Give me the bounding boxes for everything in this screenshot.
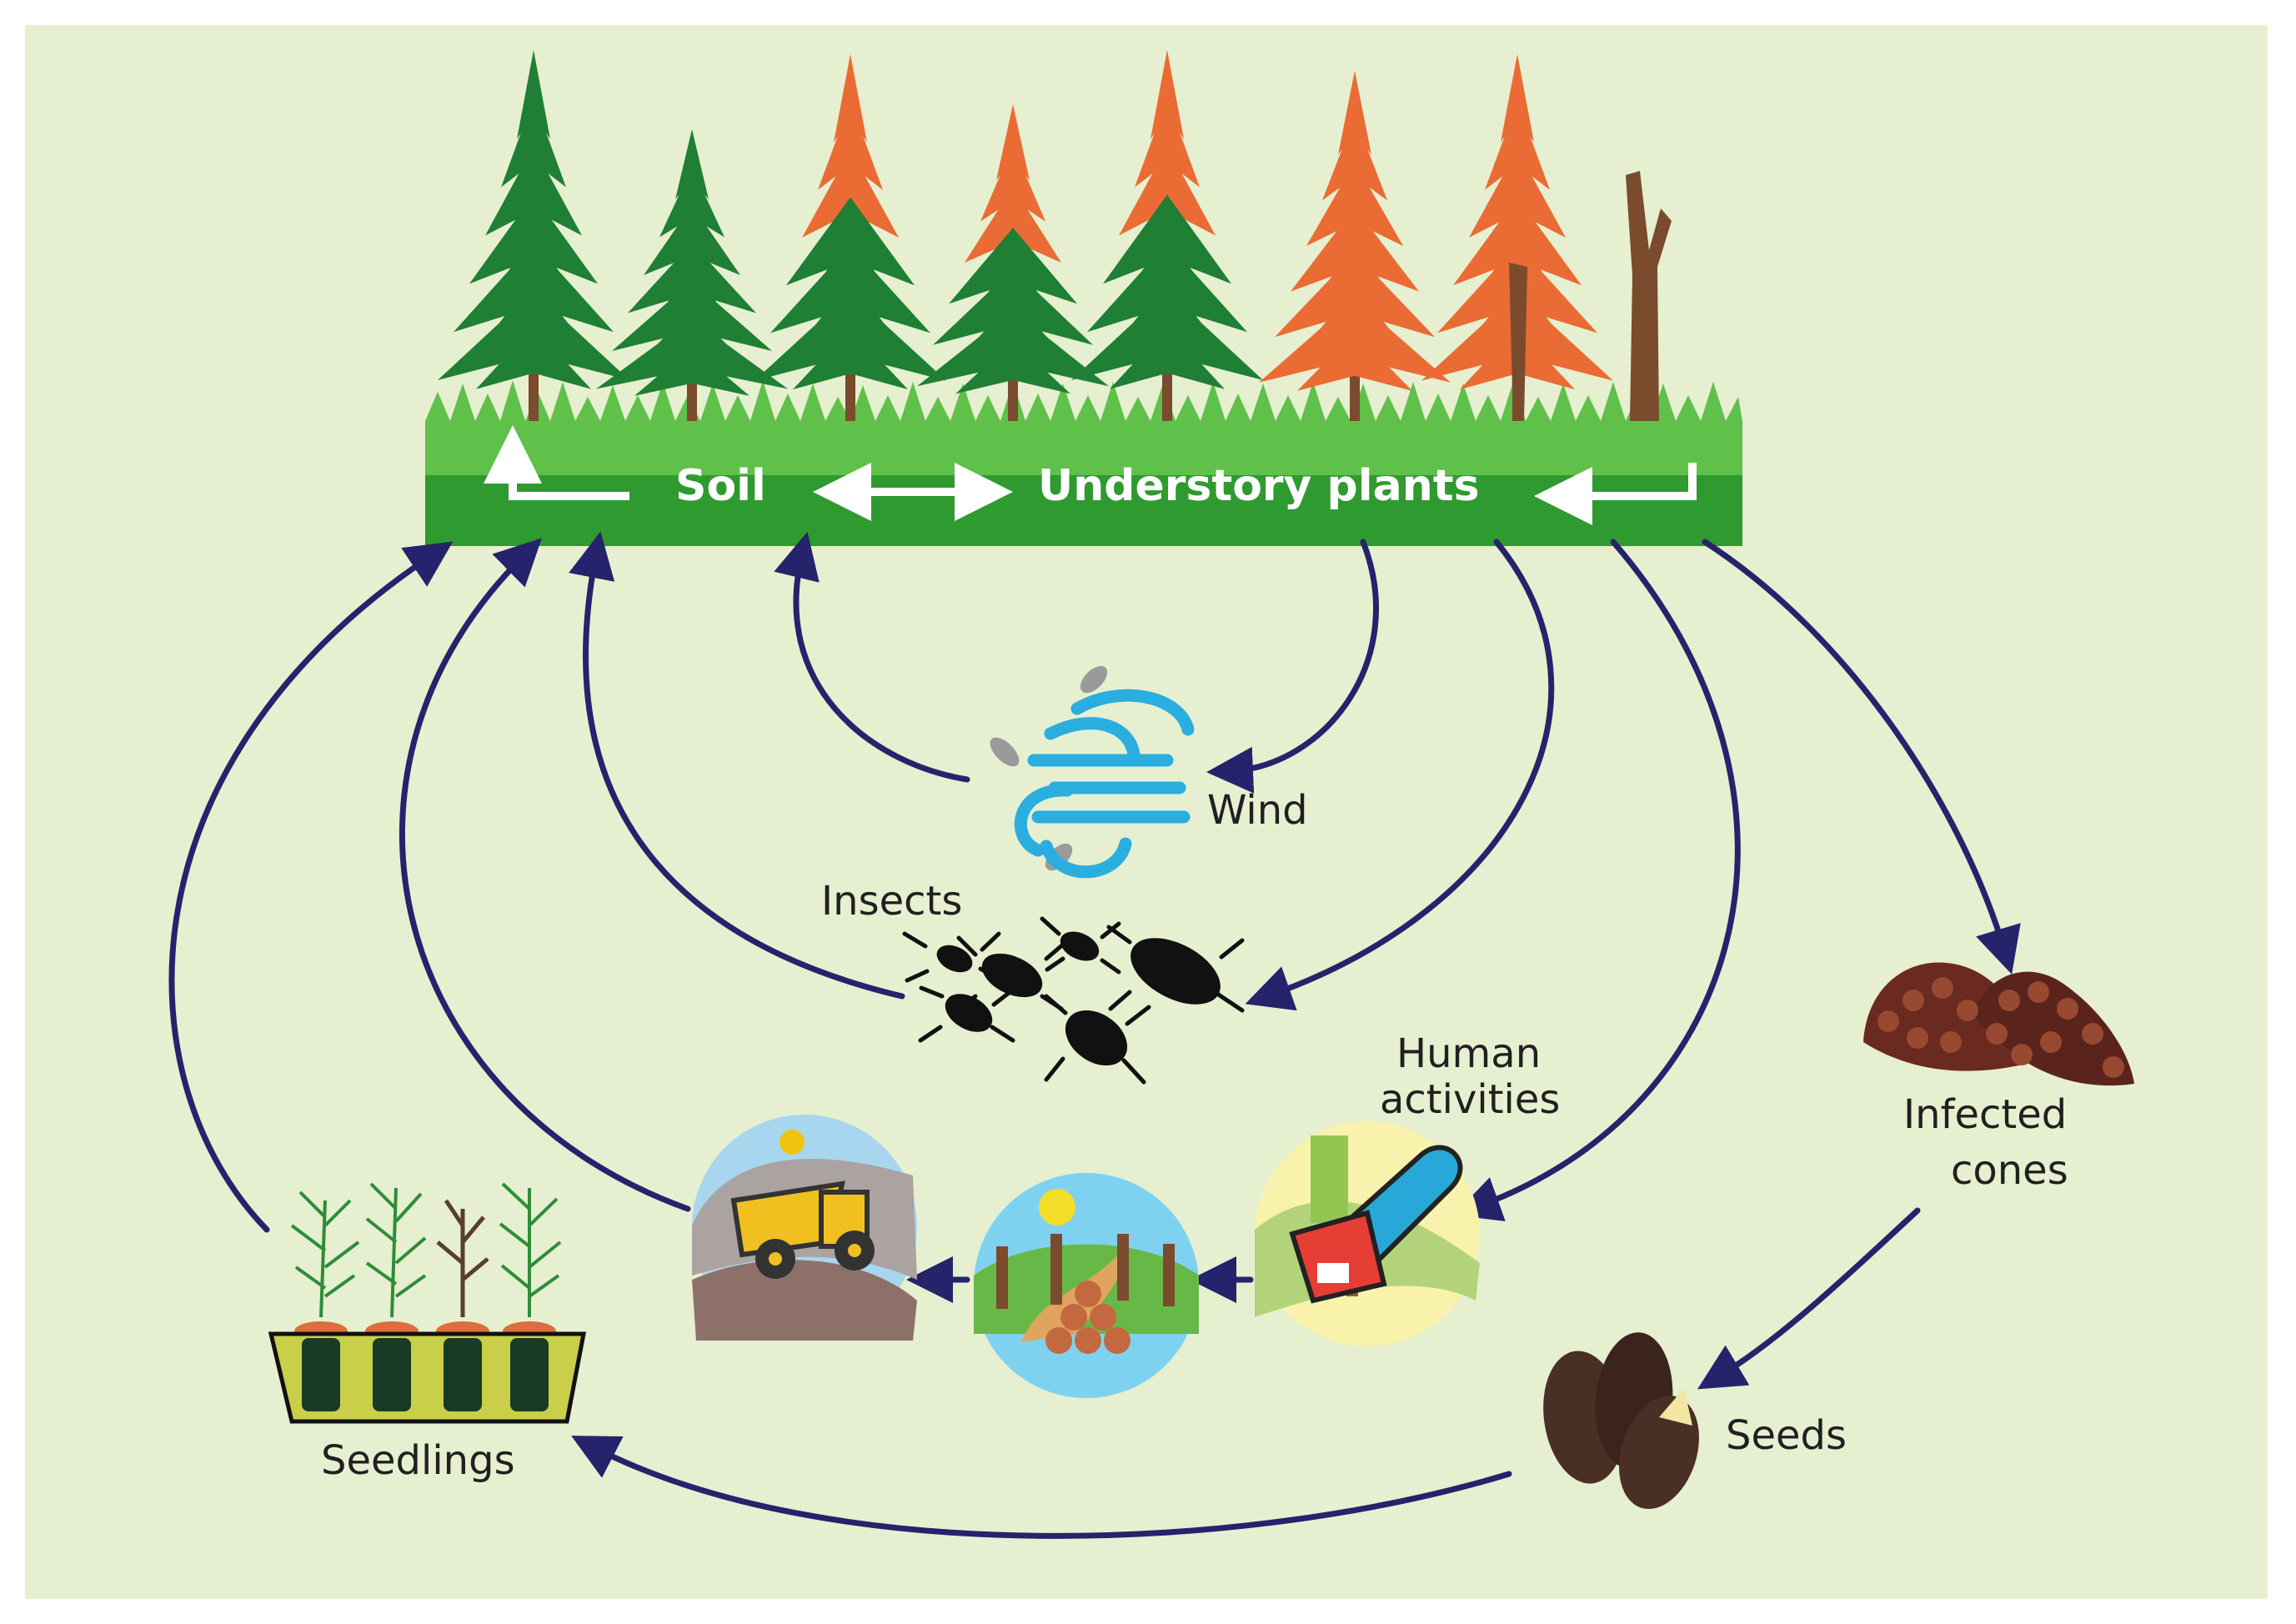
understory-right-bent-arrow xyxy=(1534,463,1697,525)
dump-truck-icon xyxy=(692,1115,917,1341)
seedlings-label: Seedlings xyxy=(321,1437,515,1484)
dead-tree-2 xyxy=(1626,171,1672,421)
tree-5 xyxy=(1071,50,1263,421)
infected-cones-label-line1: Infected xyxy=(1903,1091,2067,1138)
seeds-icon xyxy=(1543,1332,1699,1510)
seedlings-return-arrow xyxy=(168,541,454,1233)
logs-icon xyxy=(974,1173,1199,1398)
transmission-arrows xyxy=(168,531,2021,1539)
seeds-label: Seeds xyxy=(1726,1412,1847,1459)
infected-cones-arrow xyxy=(1702,539,2021,975)
human-activities-label-line2: activities xyxy=(1380,1076,1560,1123)
soil-label: Soil xyxy=(675,461,766,511)
human-spread-arrow xyxy=(1453,539,1741,1221)
tree-row xyxy=(438,50,1672,421)
human-activities-label-line1: Human xyxy=(1396,1030,1541,1077)
pine-cones-icon xyxy=(1863,962,2134,1086)
tree-3 xyxy=(754,54,946,421)
grass-band xyxy=(425,380,1742,546)
understory-plants-label: Understory plants xyxy=(1038,461,1480,511)
wind-spread-arrow xyxy=(1206,539,1380,794)
dead-tree-1 xyxy=(1509,263,1527,421)
soil-left-bent-arrow xyxy=(484,425,629,500)
insects-label: Insects xyxy=(821,878,962,925)
infected-cones-label-line2: cones xyxy=(1951,1147,2068,1194)
wind-icon xyxy=(990,665,1195,879)
insects-return-arrow xyxy=(569,531,905,1000)
tree-6 xyxy=(1259,71,1451,421)
tree-1 xyxy=(438,50,629,421)
tree-2 xyxy=(596,129,788,421)
tree-4 xyxy=(917,104,1109,421)
wind-label: Wind xyxy=(1207,787,1308,834)
seedling-tray-icon xyxy=(268,1182,587,1424)
cones-to-seeds-arrow xyxy=(1697,1207,1921,1390)
chainsaw-icon xyxy=(1255,1121,1480,1346)
insects-spread-arrow xyxy=(1245,539,1555,1011)
human-return-arrow xyxy=(399,538,691,1212)
seeds-to-seedlings-arrow xyxy=(571,1436,1512,1539)
insects-icon xyxy=(902,916,1245,1085)
wind-return-arrow xyxy=(774,531,970,783)
soil-arrows xyxy=(484,425,1697,525)
